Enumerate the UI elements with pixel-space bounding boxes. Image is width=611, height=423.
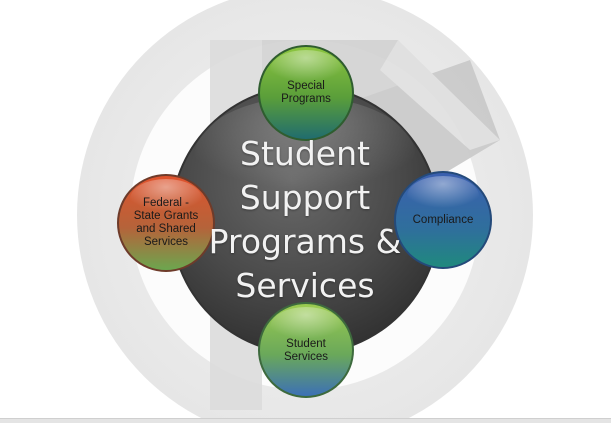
bottom-divider — [0, 418, 611, 423]
node-compliance — [394, 171, 492, 269]
node-federal-state — [117, 174, 215, 272]
node-special-programs — [258, 45, 354, 141]
node-label-compliance: Compliance — [412, 213, 474, 226]
node-student-services — [258, 302, 354, 398]
node-label-student-services: Student Services — [283, 338, 329, 363]
node-label-federal-state: Federal - State Grants and Shared Servic… — [133, 197, 199, 248]
center-title: Student Support Programs & Services — [208, 134, 402, 305]
center-gloss — [195, 97, 415, 213]
node-label-special-programs: Special Programs — [281, 80, 331, 105]
